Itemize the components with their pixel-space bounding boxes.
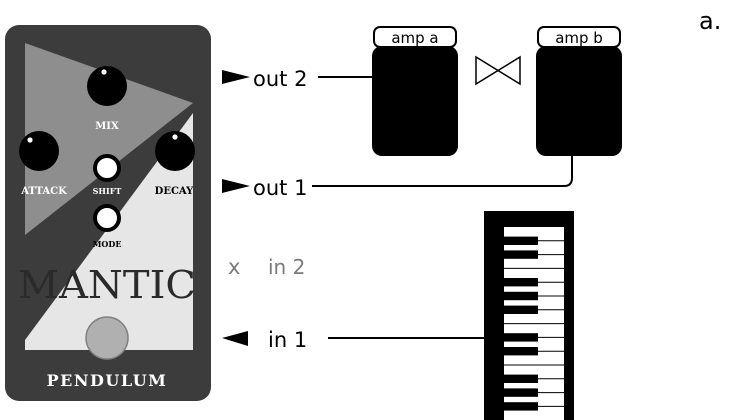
decay-label: DECAY xyxy=(155,186,195,197)
shift-label: SHIFT xyxy=(93,186,122,196)
mix-knob[interactable] xyxy=(87,66,127,106)
pedal-upper-panel xyxy=(25,43,193,235)
black-key xyxy=(504,374,538,383)
black-key xyxy=(504,333,538,342)
attack-label: ATTACK xyxy=(20,186,67,197)
black-key xyxy=(504,291,538,301)
attack-knob[interactable] xyxy=(19,131,59,171)
amp-b-label-box xyxy=(537,26,621,48)
out1-cable xyxy=(312,154,573,187)
stereo-link-icon xyxy=(475,55,521,86)
keyboard xyxy=(484,211,574,420)
black-key xyxy=(504,278,538,287)
black-key xyxy=(504,388,538,397)
out1-label: out 1 xyxy=(253,176,307,200)
in2-label: in 2 xyxy=(268,255,305,279)
amp-a-label-box xyxy=(373,26,457,48)
amp-b-label: amp b xyxy=(555,29,603,47)
amp-a-label: amp a xyxy=(391,29,438,47)
black-key xyxy=(504,305,538,314)
black-key xyxy=(504,402,538,411)
keyboard-black-keys xyxy=(504,236,538,411)
pedal-brand: PENDULUM xyxy=(47,371,168,390)
in1-label: in 1 xyxy=(268,328,307,352)
black-key xyxy=(504,347,538,356)
panel-label: a. xyxy=(699,7,721,35)
mode-label: MODE xyxy=(93,239,122,249)
black-key xyxy=(504,250,538,259)
pedal: MIX ATTACK DECAY SHIFT MODE MANTIC PENDU… xyxy=(5,25,211,401)
in1-arrow-icon xyxy=(222,331,248,346)
out2-arrow-icon xyxy=(222,70,250,84)
black-key xyxy=(504,236,538,245)
shift-button[interactable] xyxy=(93,154,121,182)
in2-unused-marker: x xyxy=(228,255,240,279)
out2-label: out 2 xyxy=(253,67,307,91)
decay-knob[interactable] xyxy=(155,131,195,171)
mix-label: MIX xyxy=(95,121,119,132)
footswitch[interactable] xyxy=(85,316,129,360)
pedal-name: MANTIC xyxy=(18,263,196,307)
out1-arrow-icon xyxy=(222,179,250,193)
mode-button[interactable] xyxy=(93,204,121,232)
amp-a: amp a xyxy=(372,26,458,156)
amp-b: amp b xyxy=(536,26,622,156)
